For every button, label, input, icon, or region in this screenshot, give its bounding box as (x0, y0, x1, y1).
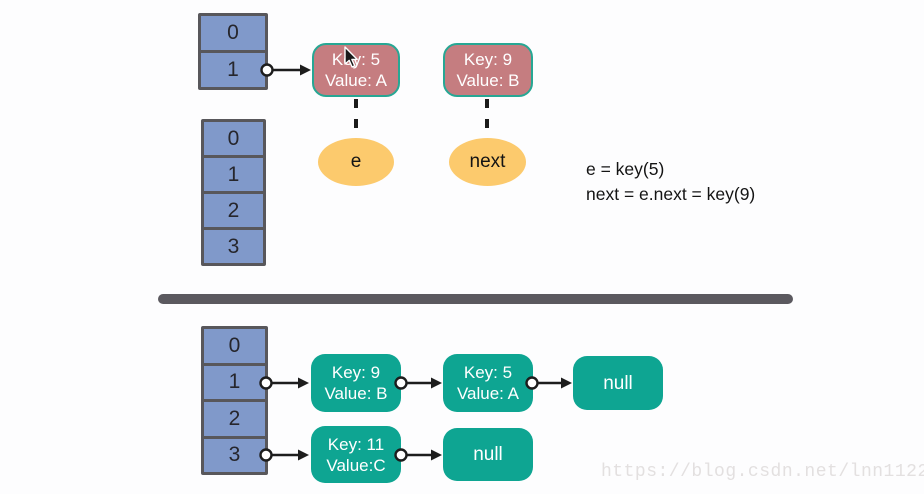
bucket-cell-3: 3 (204, 230, 263, 263)
bucket-cell-2: 2 (204, 194, 263, 227)
null-label: null (473, 444, 503, 465)
variable-ellipse-e: e (318, 138, 394, 186)
node-key-text: Key: 5 (331, 50, 381, 69)
node-value-text: Value: A (456, 384, 520, 403)
arrow-connector (394, 376, 442, 390)
variable-ellipse-next: next (449, 138, 526, 186)
top-bucket-array-2slot: 0 1 (198, 13, 268, 90)
entry-node-key9-bottom: Key: 9 Value: B (311, 354, 401, 412)
bucket-cell-0: 0 (204, 329, 265, 363)
top-bucket-array-4slot: 0 1 2 3 (201, 119, 266, 266)
arrow-connector (260, 63, 311, 77)
bottom-bucket-array-4slot: 0 1 2 3 (201, 326, 268, 475)
node-value-text: Value: B (324, 384, 388, 403)
null-label: null (603, 372, 633, 394)
entry-node-key11-bottom: Key: 11 Value:C (311, 426, 401, 483)
node-key-text: Key: 5 (463, 363, 513, 382)
code-annotation: e = key(5) next = e.next = key(9) (586, 157, 755, 207)
bucket-cell-0: 0 (204, 122, 263, 155)
entry-node-key9: Key: 9 Value: B (443, 43, 533, 97)
bucket-cell-1: 1 (204, 365, 265, 399)
code-line-1: e = key(5) (586, 159, 665, 179)
code-line-2: next = e.next = key(9) (586, 184, 756, 204)
section-divider (158, 294, 793, 304)
arrow-connector (525, 376, 572, 390)
watermark-url: https://blog.csdn.net/lnn112233 (601, 462, 924, 482)
node-value-text: Value: B (456, 71, 520, 90)
node-value-text: Value: A (324, 71, 388, 90)
node-key-text: Key: 9 (463, 50, 513, 69)
node-key-text: Key: 11 (327, 434, 385, 454)
entry-node-key5: Key: 5 Value: A (312, 43, 400, 97)
bucket-cell-0: 0 (201, 16, 265, 50)
node-value-text: Value:C (326, 455, 386, 475)
bucket-cell-3: 3 (204, 438, 265, 472)
variable-label: e (350, 151, 362, 172)
entry-node-key5-bottom: Key: 5 Value: A (443, 354, 533, 412)
arrow-connector (394, 448, 442, 462)
null-node-row2: null (443, 428, 533, 481)
null-node-row1: null (573, 356, 663, 410)
bucket-cell-1: 1 (204, 158, 263, 191)
node-key-text: Key: 9 (331, 363, 381, 382)
bucket-cell-1: 1 (201, 53, 265, 87)
variable-label: next (469, 151, 506, 172)
bucket-cell-2: 2 (204, 402, 265, 436)
